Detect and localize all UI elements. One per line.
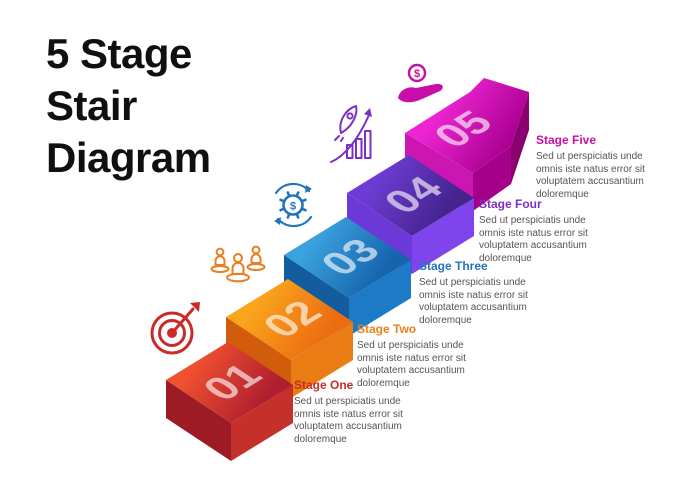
step-side-face (349, 260, 411, 336)
stage-label-block: Stage Four Sed ut perspiciatis unde omni… (479, 197, 605, 265)
svg-text:$: $ (414, 68, 420, 80)
arrow-top-face (405, 78, 529, 173)
stage-description: Sed ut perspiciatis unde omnis iste natu… (419, 277, 528, 326)
stage-label-block: Stage Five Sed ut perspiciatis unde omni… (536, 133, 662, 201)
stage-heading: Stage Two (357, 322, 417, 336)
step-riser-face (166, 380, 231, 461)
rocket-growth-icon (330, 105, 372, 163)
stage-description: Sed ut perspiciatis unde omnis iste natu… (357, 340, 466, 389)
step-side-face (291, 322, 353, 398)
step-side-face (231, 385, 293, 461)
step-top-face (166, 342, 293, 423)
svg-text:$: $ (290, 201, 296, 213)
stage-label-block: Stage One Sed ut perspiciatis unde omnis… (294, 378, 420, 446)
step-side-face (412, 198, 474, 274)
stair-step-02: 02 (226, 279, 353, 398)
step-top-face (284, 217, 411, 298)
hand-coin-icon: $ (398, 63, 443, 103)
arrow-head-side-face (511, 92, 529, 184)
page-title: 5 Stage Stair Diagram (46, 30, 211, 181)
stair-step-04: 04 (347, 155, 474, 274)
stage-description: Sed ut perspiciatis unde omnis iste natu… (479, 215, 588, 264)
step-side-face (473, 146, 511, 211)
team-icon (210, 245, 266, 283)
gear-sync-icon: $ (274, 182, 313, 228)
stage-heading: Stage Four (479, 197, 542, 211)
stair-step-01: 01 (166, 342, 293, 461)
stage-label-block: Stage Three Sed ut perspiciatis unde omn… (419, 259, 545, 327)
stage-description: Sed ut perspiciatis unde omnis iste natu… (294, 396, 403, 445)
stage-label-block: Stage Two Sed ut perspiciatis unde omnis… (357, 322, 483, 390)
stage-description: Sed ut perspiciatis unde omnis iste natu… (536, 151, 645, 200)
stage-heading: Stage One (294, 378, 354, 392)
stage-heading: Stage Three (419, 259, 488, 273)
step-top-face (226, 279, 353, 360)
target-icon (150, 302, 200, 355)
stage-heading: Stage Five (536, 133, 597, 147)
step-top-face (347, 155, 474, 236)
